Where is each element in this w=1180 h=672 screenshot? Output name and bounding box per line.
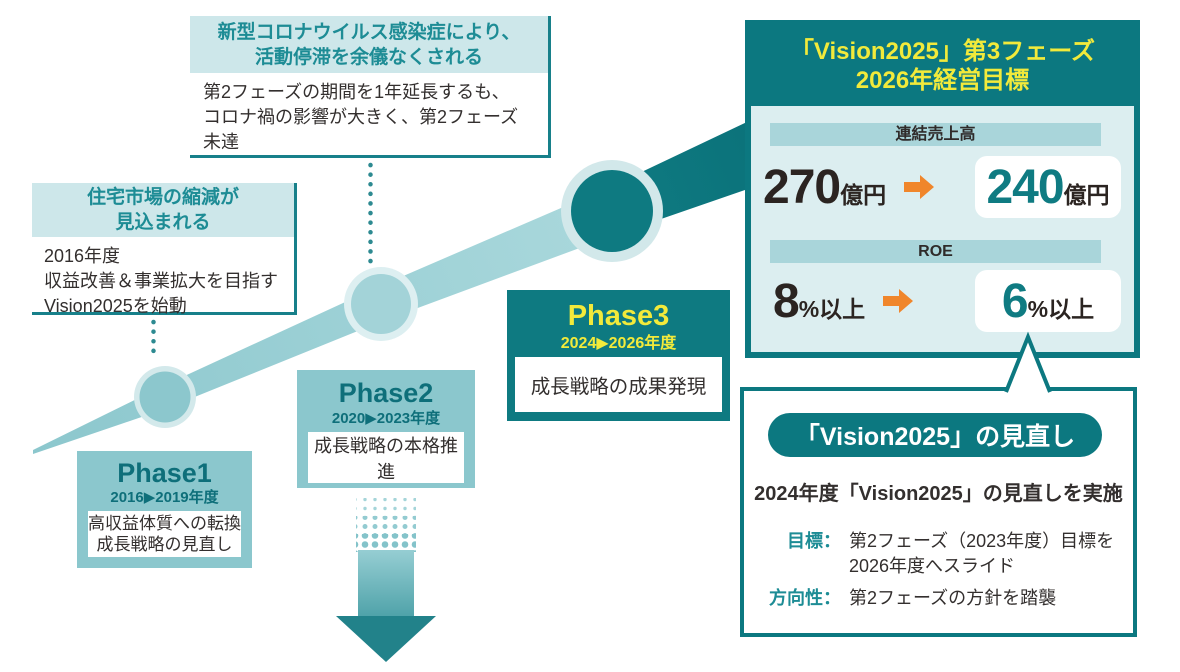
goal-box-title: 「Vision2025」第3フェーズ 2026年経営目標	[751, 26, 1134, 106]
roe-after-value: 6	[1001, 274, 1029, 328]
covid-callout-title: 新型コロナウイルス感染症により、 活動停滞を余儀なくされる	[190, 16, 548, 73]
review-item-direction-label: 方向性：	[769, 588, 841, 608]
review-item-direction: 方向性： 第2フェーズの方針を踏襲	[744, 586, 1133, 611]
review-box-title: 「Vision2025」の見直し	[768, 413, 1102, 457]
milestone-circle-phase2	[344, 267, 418, 341]
phase3-name: Phase3	[567, 300, 670, 332]
goal-box: 「Vision2025」第3フェーズ 2026年経営目標 連結売上高 270億円…	[745, 20, 1140, 358]
sales-after-pill: 240億円	[975, 156, 1121, 218]
roe-before-unit: %以上	[798, 295, 866, 322]
goal-box-title-line1: 「Vision2025」第3フェーズ	[789, 38, 1096, 65]
review-box: 「Vision2025」の見直し 2024年度「Vision2025」の見直しを…	[740, 387, 1137, 637]
covid-callout-body: 第2フェーズの期間を1年延長するも、 コロナ禍の影響が大きく、第2フェーズ 未達	[203, 82, 519, 152]
phase3-description: 成長戦略の成果発現	[515, 357, 722, 412]
phase2-box: Phase2 2020▶2023年度 成長戦略の本格推進	[297, 370, 475, 488]
review-item-goal-label: 目標：	[787, 531, 841, 551]
phase2-description: 成長戦略の本格推進	[308, 432, 464, 483]
metric-label-sales: 連結売上高	[770, 123, 1101, 146]
covid-callout-title-line2: 活動停滞を余儀なくされる	[254, 46, 483, 68]
down-arrow-graphic	[336, 498, 436, 662]
review-box-subtitle: 2024年度「Vision2025」の見直しを実施	[754, 483, 1123, 505]
review-item-goal-text: 第2フェーズ（2023年度）目標を 2026年度へスライド	[849, 531, 1115, 576]
milestone-circle-phase3	[561, 160, 663, 262]
phase2-period: 2020▶2023年度	[331, 410, 441, 427]
sales-after: 240億円	[986, 160, 1109, 215]
roe-after-pill: 6%以上	[975, 270, 1121, 332]
sales-before: 270億円	[763, 160, 886, 215]
housing-callout-title-line2: 見込まれる	[115, 212, 211, 233]
housing-callout-title: 住宅市場の縮減が 見込まれる	[32, 183, 294, 237]
phase2-name: Phase2	[338, 378, 434, 408]
right-arrow-icon	[904, 175, 935, 199]
sales-after-value: 240	[986, 160, 1064, 214]
sales-after-unit: 億円	[1063, 181, 1110, 208]
housing-callout-body: 2016年度 収益改善＆事業拡大を目指す Vision2025を始動	[44, 246, 278, 316]
roe-before: 8%以上	[763, 274, 865, 329]
phase1-box: Phase1 2016▶2019年度 高収益体質への転換 成長戦略の見直し	[77, 451, 252, 568]
sales-before-value: 270	[763, 160, 841, 214]
review-item-goal: 目標： 第2フェーズ（2023年度）目標を 2026年度へスライド	[744, 529, 1133, 579]
metric-row-roe: 8%以上 6%以上	[763, 269, 1121, 333]
sales-before-unit: 億円	[840, 181, 887, 208]
phase1-name: Phase1	[117, 458, 212, 488]
housing-callout: 住宅市場の縮減が 見込まれる 2016年度 収益改善＆事業拡大を目指す Visi…	[32, 183, 297, 316]
callout-tail	[1004, 331, 1052, 393]
metric-label-roe: ROE	[770, 240, 1101, 263]
roe-after: 6%以上	[1002, 274, 1094, 329]
roe-after-unit: %以上	[1027, 295, 1095, 322]
roe-before-value: 8	[773, 274, 800, 328]
phase3-period: 2024▶2026年度	[560, 335, 677, 352]
phase1-period: 2016▶2019年度	[110, 489, 219, 506]
phase1-description: 高収益体質への転換 成長戦略の見直し	[88, 511, 241, 557]
housing-callout-title-line1: 住宅市場の縮減が	[86, 187, 239, 208]
goal-box-title-line2: 2026年経営目標	[855, 67, 1030, 94]
covid-callout-title-line1: 新型コロナウイルス感染症により、	[217, 21, 521, 43]
review-item-direction-text: 第2フェーズの方針を踏襲	[849, 588, 1057, 608]
milestone-circle-phase1	[134, 366, 196, 428]
phase3-box: Phase3 2024▶2026年度 成長戦略の成果発現	[507, 290, 730, 421]
covid-callout: 新型コロナウイルス感染症により、 活動停滞を余儀なくされる 第2フェーズの期間を…	[190, 16, 551, 158]
review-items: 目標： 第2フェーズ（2023年度）目標を 2026年度へスライド 方向性： 第…	[744, 529, 1133, 611]
right-arrow-icon	[883, 289, 914, 313]
metric-row-sales: 270億円 240億円	[763, 152, 1121, 222]
